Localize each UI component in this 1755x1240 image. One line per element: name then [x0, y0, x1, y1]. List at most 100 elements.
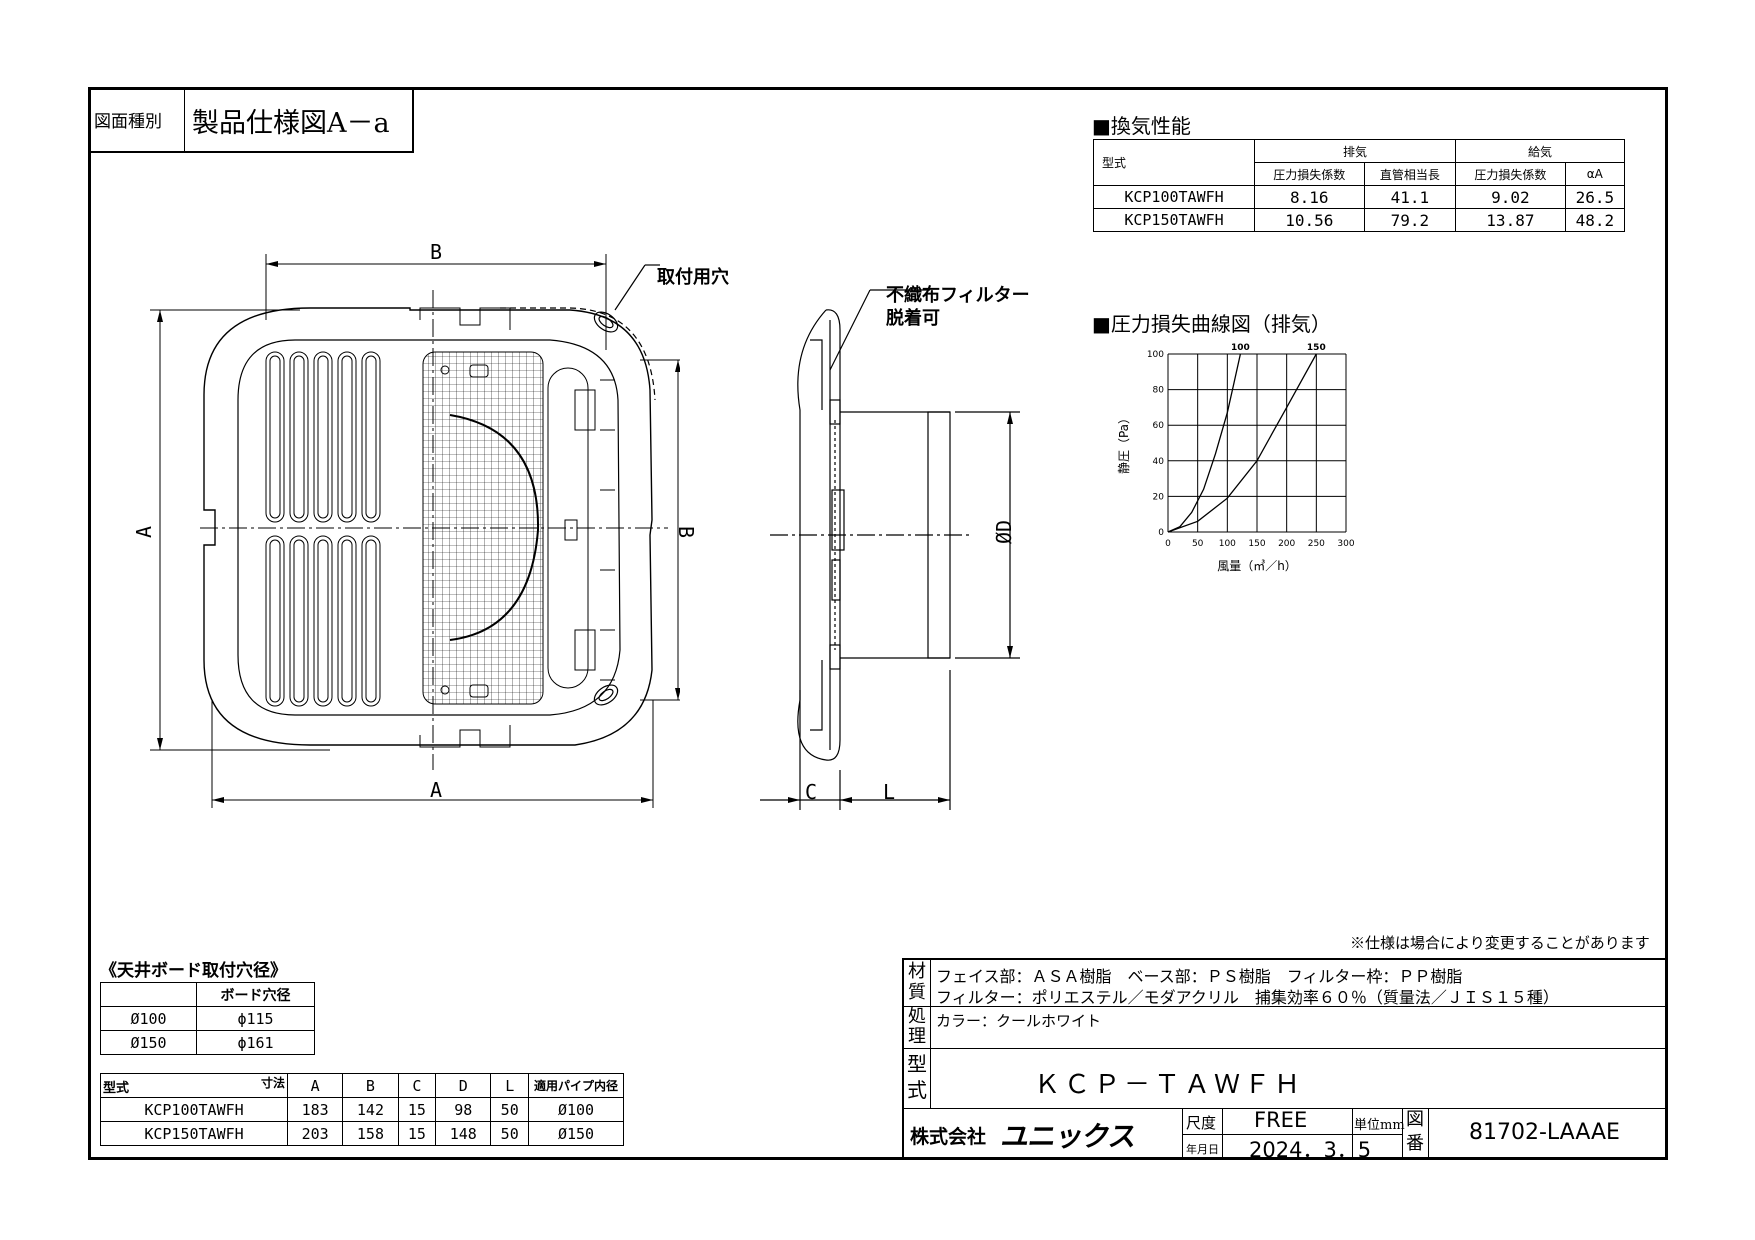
- dim-model: KCP100TAWFH: [100, 1097, 288, 1122]
- perf-sub-header: 圧力損失係数: [1254, 162, 1365, 186]
- chart-tick-y: 100: [1147, 350, 1164, 360]
- table-row: KCP100TAWFH 8.16 41.1 9.02 26.5: [1093, 185, 1626, 209]
- dim-label-a-left: A: [132, 525, 157, 539]
- hole-pipe: Ø100: [100, 1006, 197, 1031]
- hole-diameter: ϕ161: [196, 1030, 315, 1055]
- perf-value: 13.87: [1455, 208, 1566, 232]
- dim-value: Ø100: [528, 1097, 624, 1122]
- perf-table: 型式 排気 給気 圧力損失係数 直管相当長 圧力損失係数 αA KCP100TA…: [1093, 139, 1626, 232]
- perf-sub-header: 直管相当長: [1363, 162, 1457, 186]
- dim-value: Ø150: [528, 1121, 624, 1146]
- finish-value: カラー：クールホワイト: [936, 1012, 1102, 1030]
- dim-header: A: [286, 1073, 344, 1098]
- perf-model: KCP100TAWFH: [1093, 185, 1255, 209]
- dim-value: 158: [342, 1121, 399, 1146]
- chart-xlabel: 風量（㎥／h）: [1217, 559, 1297, 573]
- hole-table: ボード穴径 Ø100 ϕ115 Ø150 ϕ161: [100, 982, 315, 1055]
- perf-sub-header: 圧力損失係数: [1455, 162, 1566, 186]
- perf-sub-header: αA: [1564, 162, 1626, 186]
- finish-label-2: 理: [908, 1026, 926, 1047]
- table-row: Ø150 ϕ161: [100, 1030, 315, 1055]
- chart-tick-y: 20: [1153, 492, 1165, 502]
- chart-series-label: 100: [1231, 343, 1250, 353]
- material-label-1: 材: [908, 961, 926, 982]
- table-row: KCP100TAWFH 183 142 15 98 50 Ø100: [100, 1097, 624, 1122]
- drawing-type-label: 図面種別: [94, 112, 162, 132]
- chart-tick-x: 300: [1337, 539, 1354, 549]
- chart-series-label: 150: [1307, 343, 1326, 353]
- drawing-number: 81702-LAAAE: [1469, 1120, 1620, 1145]
- finish-label-1: 処: [908, 1006, 926, 1027]
- dim-value: 142: [342, 1097, 399, 1122]
- dim-header: 適用パイプ内径: [528, 1073, 624, 1098]
- table-row: KCP150TAWFH 203 158 15 148 50 Ø150: [100, 1121, 624, 1146]
- hole-pipe: Ø150: [100, 1030, 197, 1055]
- dim-label-l: L: [883, 780, 896, 804]
- title-block: 材 質 フェイス部：ＡＳＡ樹脂 ベース部：ＰＳ樹脂 フィルター枠：ＰＰ樹脂 フィ…: [902, 958, 1668, 1162]
- filter-note-line2: 脱着可: [886, 308, 940, 329]
- dim-value: 203: [286, 1121, 344, 1146]
- dim-header: D: [435, 1073, 492, 1098]
- dimension-table: 型式 寸法 A B C D L 適用パイプ内径 KCP100TAWFH 183 …: [100, 1073, 624, 1146]
- model-label-2: 式: [907, 1078, 927, 1102]
- date-label: 年月日: [1186, 1143, 1219, 1156]
- dim-header: B: [342, 1073, 399, 1098]
- spec-change-note: ※仕様は場合により変更することがあります: [1350, 934, 1650, 952]
- date-value: 2024．3．5: [1249, 1138, 1372, 1162]
- chart-tick-x: 0: [1165, 539, 1171, 549]
- filter-note-line1: 不織布フィルター: [886, 285, 1030, 306]
- chart-tick-y: 40: [1153, 457, 1165, 467]
- material-label-2: 質: [908, 982, 926, 1003]
- chart-tick-x: 250: [1308, 539, 1325, 549]
- perf-value: 48.2: [1564, 208, 1626, 232]
- dim-value: 183: [286, 1097, 344, 1122]
- drawing-no-label-2: 番: [1406, 1133, 1424, 1154]
- hole-table-header: ボード穴径: [196, 982, 315, 1007]
- perf-table-title: ■換気性能: [1092, 114, 1191, 138]
- chart-tick-x: 200: [1278, 539, 1295, 549]
- material-line-1: フェイス部：ＡＳＡ樹脂 ベース部：ＰＳ樹脂 フィルター枠：ＰＰ樹脂: [936, 967, 1463, 986]
- side-view-drawing: [760, 289, 1020, 810]
- chart-tick-y: 60: [1153, 421, 1165, 431]
- material-line-2: フィルター：ポリエステル／モダアクリル 捕集効率６０％（質量法／ＪＩＳ１５種）: [936, 988, 1559, 1007]
- perf-value: 26.5: [1564, 185, 1626, 209]
- perf-value: 41.1: [1363, 185, 1457, 209]
- unit-label: 単位mm: [1354, 1118, 1405, 1133]
- dim-header: L: [490, 1073, 529, 1098]
- company-logo: ユニックス: [998, 1120, 1139, 1153]
- perf-group-supply: 給気: [1455, 139, 1625, 163]
- perf-value: 9.02: [1455, 185, 1566, 209]
- dim-label-a-bottom: A: [430, 778, 443, 802]
- dim-value: 50: [490, 1097, 529, 1122]
- perf-col-model: 型式: [1093, 139, 1255, 186]
- chart-tick-y: 80: [1153, 386, 1165, 396]
- perf-model: KCP150TAWFH: [1093, 208, 1255, 232]
- dim-label-b-right: B: [674, 525, 699, 539]
- drawing-no-label-1: 図: [1406, 1109, 1424, 1130]
- hole-table-title: 《天井ボード取付穴径》: [100, 961, 287, 981]
- dim-label-d: ØD: [992, 519, 1017, 545]
- chart-series-line: [1167, 353, 1317, 533]
- dim-col-dim: 寸法: [260, 1076, 285, 1090]
- chart-tick-x: 100: [1219, 539, 1236, 549]
- chart-tick-y: 0: [1158, 528, 1164, 538]
- company-prefix: 株式会社: [910, 1126, 987, 1148]
- table-row: KCP150TAWFH 10.56 79.2 13.87 48.2: [1093, 208, 1626, 232]
- perf-group-exhaust: 排気: [1253, 139, 1457, 163]
- dim-value: 15: [397, 1121, 437, 1146]
- chart-title: ■圧力損失曲線図（排気）: [1092, 312, 1331, 336]
- front-view-drawing: [150, 254, 680, 808]
- dim-value: 148: [435, 1121, 492, 1146]
- model-label-1: 型: [907, 1052, 927, 1076]
- dim-value: 15: [397, 1097, 437, 1122]
- drawing-type-box: 図面種別 製品仕様図A－a: [88, 87, 414, 153]
- dim-value: 98: [435, 1097, 492, 1122]
- chart-tick-x: 150: [1248, 539, 1265, 549]
- chart-ylabel: 静圧（Pa）: [1117, 412, 1131, 474]
- dim-model: KCP150TAWFH: [100, 1121, 288, 1146]
- perf-value: 10.56: [1254, 208, 1365, 232]
- table-row: Ø100 ϕ115: [100, 1006, 315, 1031]
- scale-value: FREE: [1254, 1108, 1308, 1132]
- dim-value: 50: [490, 1121, 529, 1146]
